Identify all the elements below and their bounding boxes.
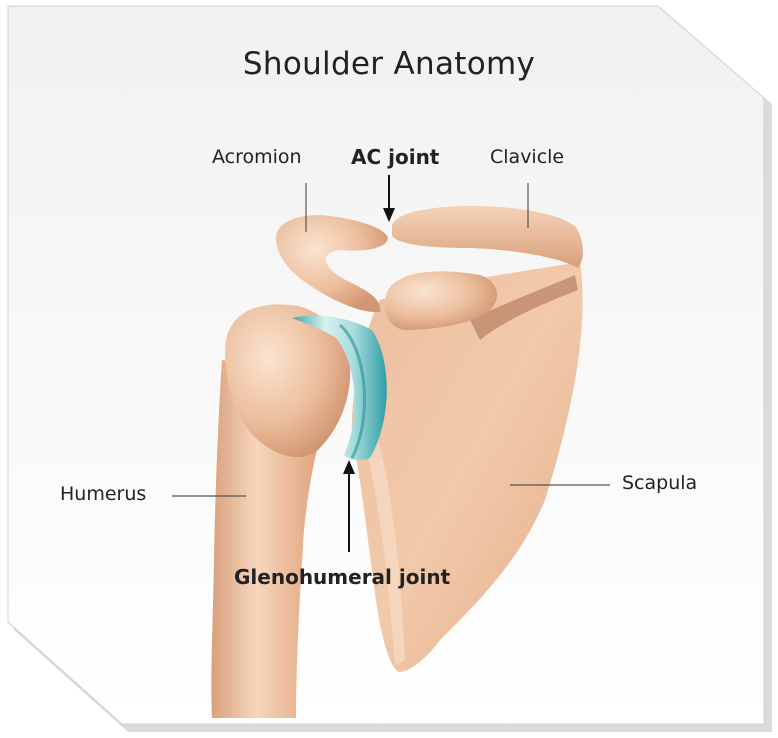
- label-humerus: Humerus: [60, 483, 146, 505]
- diagram-title: Shoulder Anatomy: [0, 46, 778, 82]
- label-clavicle: Clavicle: [490, 146, 564, 168]
- label-scapula: Scapula: [622, 472, 697, 494]
- label-glenohumeral-joint: Glenohumeral joint: [234, 565, 450, 589]
- label-ac-joint: AC joint: [351, 145, 439, 169]
- label-acromion: Acromion: [212, 146, 302, 168]
